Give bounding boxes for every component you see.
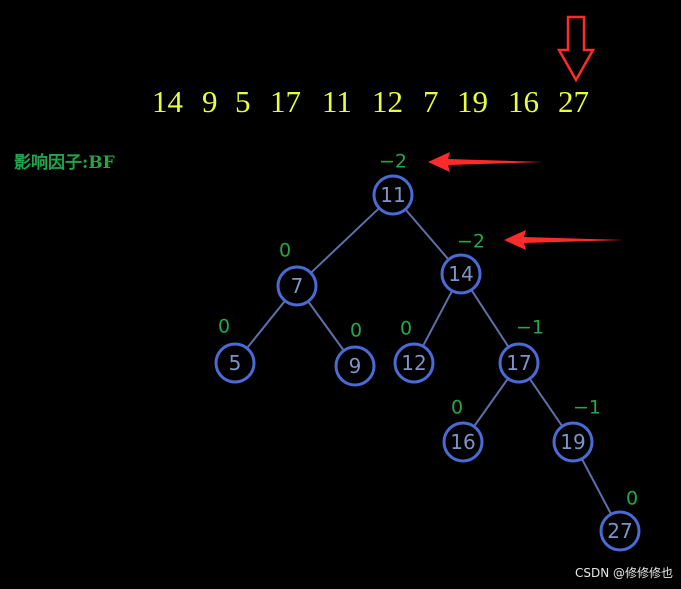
sequence-item: 9 (202, 84, 218, 119)
balance-factor: −1 (515, 316, 545, 339)
sequence-item: 11 (322, 84, 352, 119)
tree-node: 17 (498, 342, 540, 384)
node-label: 27 (607, 519, 632, 543)
node-label: 14 (448, 262, 473, 286)
sequence-item: 12 (372, 84, 403, 119)
balance-factor: 0 (625, 487, 639, 510)
balance-factor: −2 (456, 230, 486, 253)
sequence-item: 17 (270, 84, 301, 119)
node-label: 16 (450, 430, 475, 454)
node-label: 12 (401, 351, 426, 375)
node-circle (214, 342, 256, 384)
node-label: 9 (349, 354, 362, 378)
node-circle (334, 345, 376, 387)
sequence-item: 27 (558, 84, 589, 119)
node-circle (276, 265, 318, 307)
sequence-item: 5 (235, 84, 251, 119)
node-circle (442, 421, 484, 463)
tree-node: 16 (442, 421, 484, 463)
balance-factor: −2 (378, 150, 408, 173)
node-label: 17 (506, 351, 531, 375)
tree-edge (246, 300, 286, 349)
node-circle (498, 342, 540, 384)
balance-factor: 0 (450, 396, 464, 419)
tree-node: 19 (552, 421, 594, 463)
tree-node: 11 (372, 174, 414, 216)
node-circle (599, 510, 641, 552)
tree-edge (404, 208, 450, 261)
node-circle (393, 342, 435, 384)
balance-factor: 0 (399, 317, 413, 340)
balance-factor: 0 (217, 315, 231, 338)
tree-edge (528, 378, 564, 427)
node-circle (552, 421, 594, 463)
balance-factor: 0 (278, 239, 292, 262)
node-label: 19 (560, 430, 585, 454)
root-imbalance-arrow (428, 152, 543, 172)
sequence-item: 7 (423, 84, 439, 119)
node-circle (372, 174, 414, 216)
tree-node: 7 (276, 265, 318, 307)
tree-node: 5 (214, 342, 256, 384)
subtree-imbalance-arrow (504, 230, 624, 250)
tree-edge (307, 300, 345, 352)
tree-edge (580, 458, 613, 515)
node-label: 11 (380, 183, 405, 207)
tree-node: 14 (440, 253, 482, 295)
tree-node: 27 (599, 510, 641, 552)
node-circle (440, 253, 482, 295)
balance-factor-legend: 影响因子:BF (14, 153, 115, 173)
balance-factor: −1 (572, 396, 602, 419)
node-label: 7 (291, 274, 304, 298)
tree-edge (310, 207, 380, 274)
tree-edge (473, 377, 509, 428)
balance-factor: 0 (349, 319, 363, 342)
tree-edge (421, 290, 454, 347)
node-label: 5 (229, 351, 242, 375)
tree-node: 12 (393, 342, 435, 384)
sequence-item: 14 (152, 84, 183, 119)
sequence-item: 19 (457, 84, 488, 119)
watermark: CSDN @修修修也 (574, 566, 673, 580)
insert-pointer-arrow (556, 15, 596, 83)
sequence-item: 16 (508, 84, 539, 119)
tree-node: 9 (334, 345, 376, 387)
tree-edge (470, 289, 510, 348)
